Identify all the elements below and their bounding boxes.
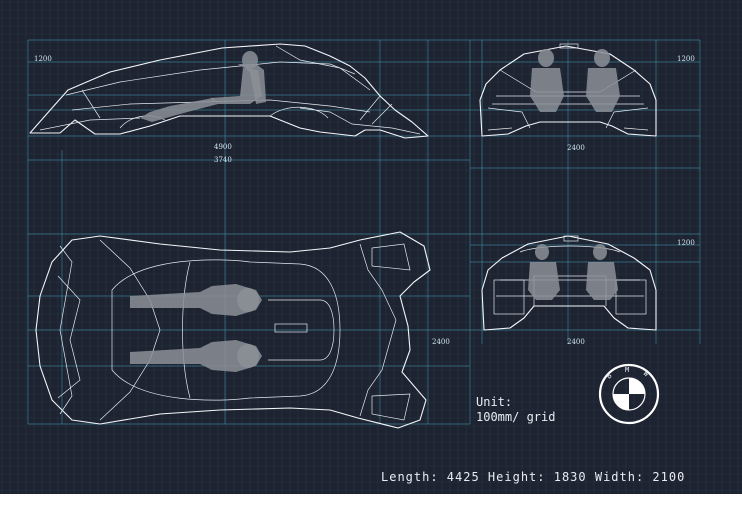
logo-letter-w: W [642,370,651,379]
top-view-car [35,231,431,429]
minor-grid [0,0,742,494]
top-view-occupants [130,284,262,372]
front-height-label: 1200 [677,55,695,63]
logo-letter-b: B [605,372,613,381]
front-view-occupants [530,49,620,112]
rear-height-label: 1200 [677,239,695,247]
side-view-occupant [140,51,266,122]
side-wheelbase-label: 3740 [214,156,232,164]
blueprint-sheet [0,0,742,494]
side-length-label: 4900 [214,143,232,151]
front-width-label: 2400 [567,144,585,152]
side-height-label: 1200 [34,55,52,63]
specs-line: Length: 4425 Height: 1830 Width: 2100 [381,470,685,484]
top-width-label: 2400 [432,338,450,346]
rear-view-occupants [528,244,618,300]
blueprint-drawing: 1200 4900 3740 1200 2400 1200 2400 2400 … [0,0,742,494]
unit-value: 100mm/ grid [476,410,555,424]
bmw-logo: B M W [598,363,660,425]
rear-width-label: 2400 [567,338,585,346]
unit-label: Unit: [476,395,512,409]
logo-letter-m: M [625,366,629,374]
